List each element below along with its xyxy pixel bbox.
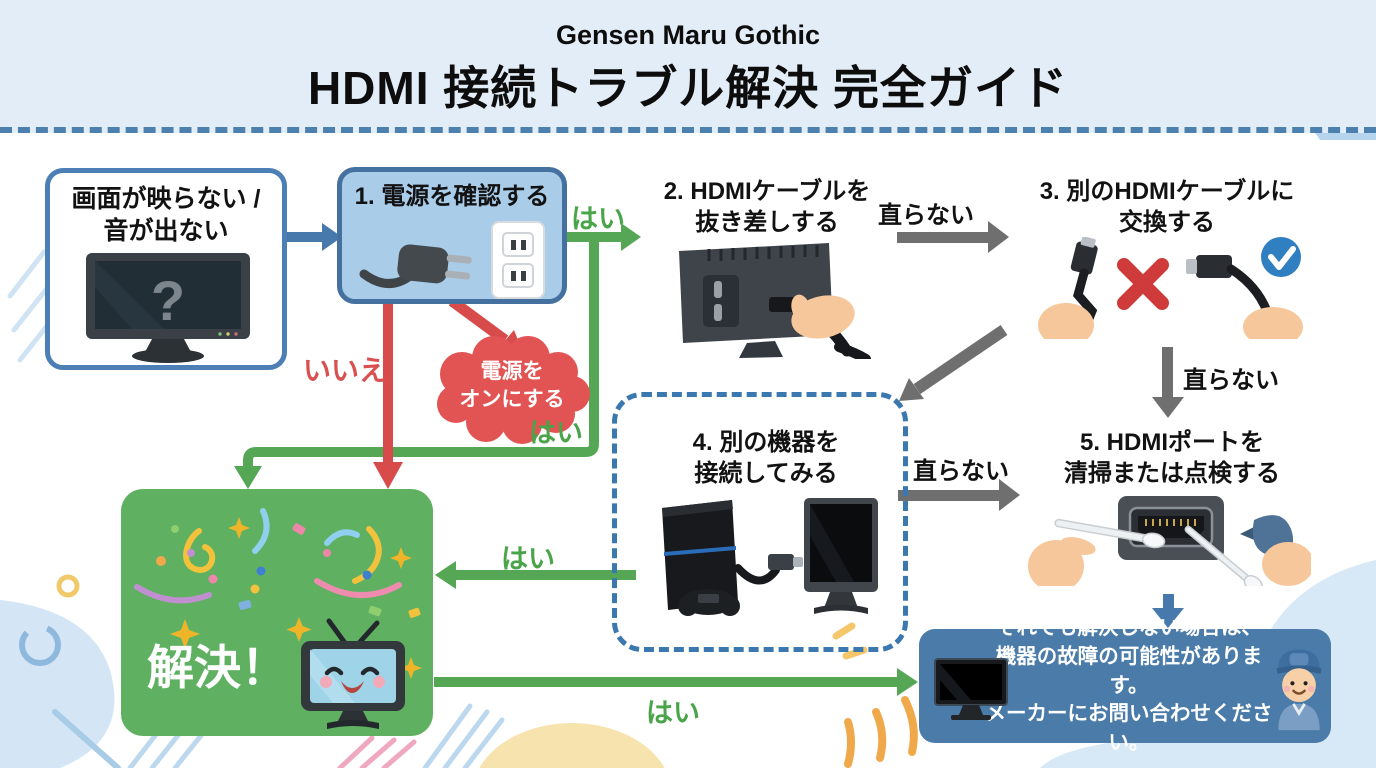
arrow-step3-to-step5 — [1152, 347, 1184, 418]
cloud-line1: 電源を — [480, 360, 544, 383]
start-line1: 画面が映らない / — [71, 185, 261, 213]
arrow-step1-no-to-solved — [373, 303, 403, 489]
solved-box: 解決！ — [121, 489, 433, 736]
step1-box: 1. 電源を確認する — [337, 167, 567, 304]
label-no-step1: いいえ — [303, 355, 388, 386]
contact-line1: それでも解決しない場合は、 — [996, 616, 1262, 640]
step2-line1: 2. HDMIケーブルを — [663, 178, 871, 205]
confetti-illustration — [134, 508, 422, 710]
label-notfixed-step3: 直らない — [1183, 367, 1279, 394]
arrow-start-to-step1 — [287, 223, 342, 251]
step3-line2: 交換する — [1119, 208, 1215, 236]
label-yes-solved-contact: はい — [646, 698, 700, 728]
step5-box: 5. HDMIポートを 清掃または点検する — [1020, 418, 1324, 592]
question-mark: ? — [151, 269, 185, 332]
hatch-pink-bottom — [337, 735, 417, 768]
repairman-character — [1276, 649, 1322, 731]
tv-question-illustration: ? — [86, 253, 250, 363]
step2-title: 2. HDMIケーブルを 抜き差しする — [641, 177, 893, 238]
step5-line2: 清掃または点検する — [1064, 459, 1280, 487]
label-notfixed-step2: 直らない — [878, 202, 974, 229]
happy-tv-character — [301, 618, 405, 729]
plug-outlet-illustration — [359, 221, 545, 299]
corner-blob-bottom-left — [0, 574, 121, 768]
start-box-title: 画面が映らない / 音が出ない — [50, 183, 282, 247]
label-notfixed-step4: 直らない — [913, 458, 1009, 485]
port-cleaning-illustration — [1028, 496, 1311, 586]
arrow-step1-to-cloud — [448, 296, 524, 355]
step4-line2: 接続してみる — [694, 459, 838, 487]
cloud-callout: 電源を オンにする — [443, 358, 581, 415]
contact-line2: 機器の故障の可能性があります。 — [995, 644, 1263, 697]
arrow-step3-to-step4-group — [899, 325, 1008, 401]
font-name-subtitle: Gensen Maru Gothic — [555, 20, 821, 50]
label-yes-step4-solved: はい — [501, 544, 555, 574]
label-yes-cloud-solved: はい — [529, 418, 583, 448]
step5-title: 5. HDMIポートを 清掃または点検する — [1020, 428, 1324, 489]
step3-box: 3. 別のHDMIケーブルに 交換する — [1010, 167, 1324, 346]
console-monitor-illustration — [662, 498, 878, 616]
start-box: 画面が映らない / 音が出ない ? — [45, 168, 287, 370]
rays-orange-bottom — [844, 696, 918, 768]
blob-yellow-bottom — [479, 723, 665, 768]
start-line2: 音が出ない — [103, 217, 229, 245]
solved-label: 解決！ — [147, 641, 288, 694]
step5-line1: 5. HDMIポートを — [1079, 429, 1264, 456]
step2-box: 2. HDMIケーブルを 抜き差しする — [641, 167, 893, 364]
contact-monitor-icon — [934, 658, 1008, 720]
check-badge — [1261, 237, 1301, 277]
step1-title: 1. 電源を確認する — [354, 183, 550, 210]
step3-line1: 3. 別のHDMIケーブルに — [1039, 178, 1295, 205]
contact-box: それでも解決しない場合は、 機器の故障の可能性があります。 メーカーにお問い合わ… — [919, 616, 1331, 754]
label-yes-step1-step2: はい — [571, 204, 625, 234]
step3-title: 3. 別のHDMIケーブルに 交換する — [1010, 177, 1324, 238]
contact-line3: メーカーにお問い合わせください。 — [985, 702, 1273, 755]
step4-line1: 4. 別の機器を — [692, 429, 840, 456]
step4-box: 4. 別の機器を 接続してみる — [636, 418, 896, 626]
step2-line2: 抜き差しする — [695, 208, 839, 236]
x-mark — [1117, 258, 1169, 310]
dashed-group-step4 — [612, 392, 908, 652]
cable-swap-illustration — [1038, 237, 1303, 339]
step4-title: 4. 別の機器を 接続してみる — [636, 428, 896, 489]
page-title: HDMI 接続トラブル解決 完全ガイド — [307, 62, 1069, 114]
contact-text: それでも解決しない場合は、 機器の故障の可能性があります。 メーカーにお問い合わ… — [983, 614, 1275, 757]
monitor-back-illustration — [679, 243, 871, 359]
